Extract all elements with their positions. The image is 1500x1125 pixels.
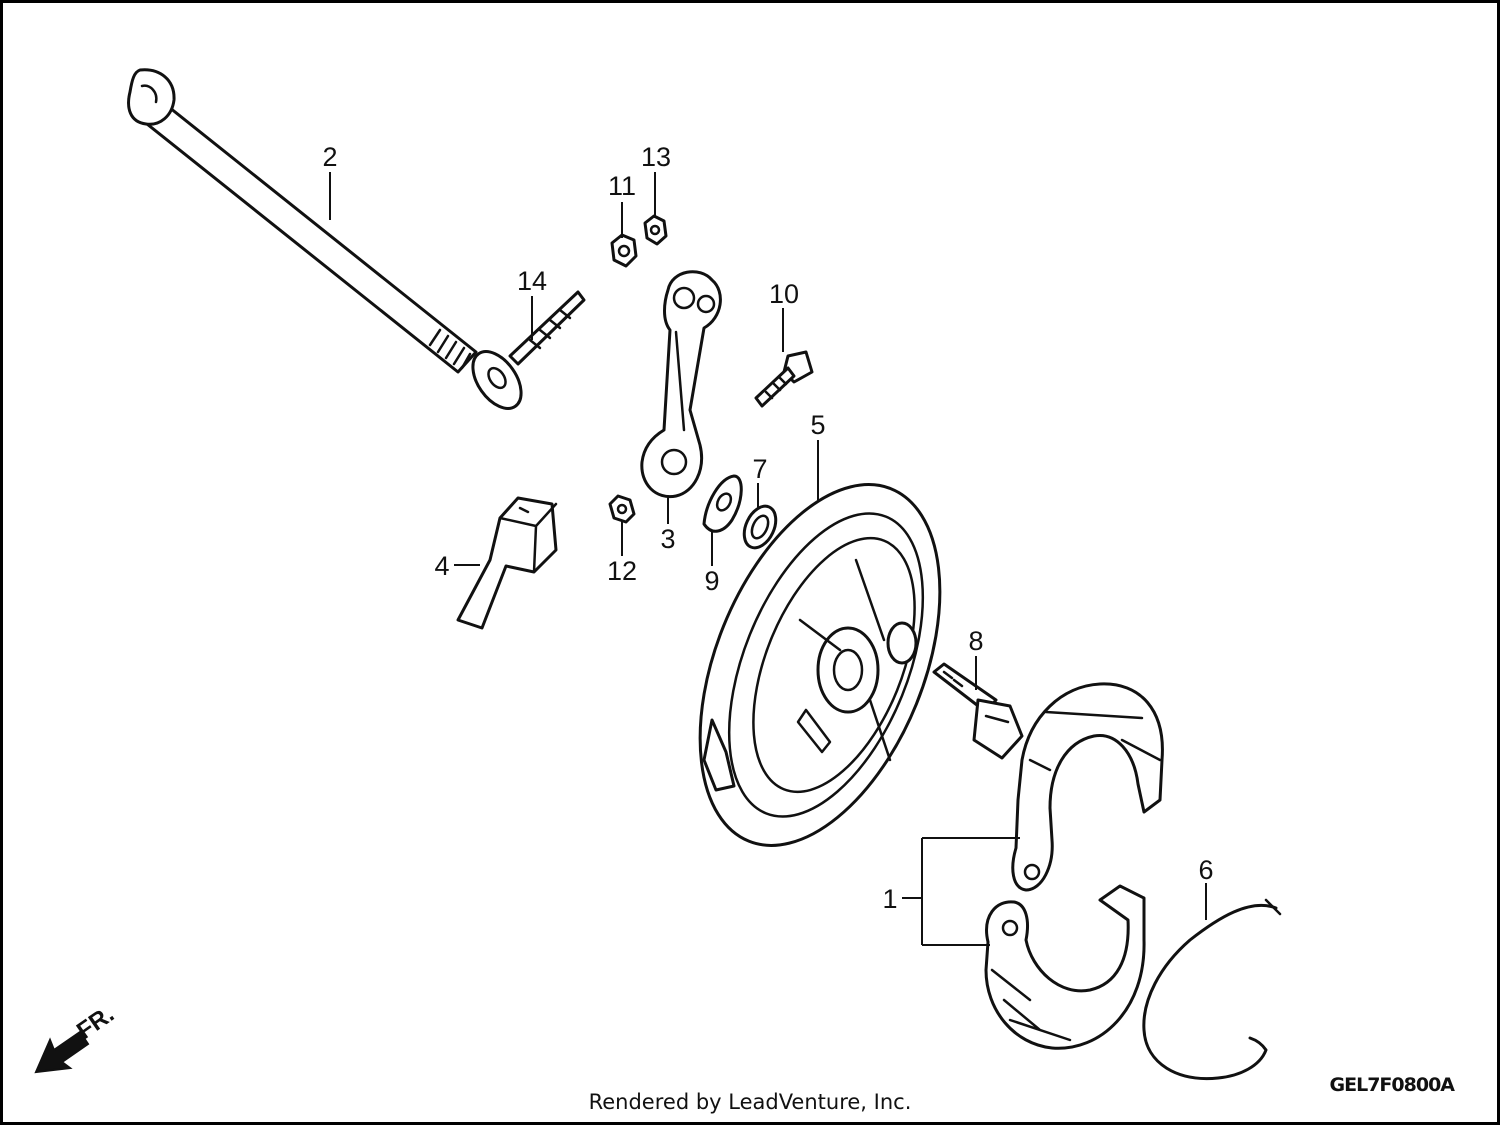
callout-14: 14 bbox=[517, 266, 547, 296]
callout-1: 1 bbox=[882, 884, 897, 914]
callout-5: 5 bbox=[810, 410, 825, 440]
part-14-adjuster-bolt[interactable] bbox=[463, 290, 586, 417]
callout-7: 7 bbox=[752, 454, 767, 484]
part-2-axle[interactable] bbox=[127, 68, 478, 374]
callout-12: 12 bbox=[607, 556, 637, 586]
callout-8: 8 bbox=[968, 626, 983, 656]
callout-9: 9 bbox=[704, 566, 719, 596]
callout-labels: 2 14 11 13 10 5 7 3 12 9 4 8 6 1 bbox=[322, 142, 1213, 914]
part-9-indicator-plate[interactable] bbox=[702, 474, 743, 533]
part-10-bolt[interactable] bbox=[754, 350, 814, 408]
front-direction-indicator: FR. bbox=[34, 1001, 119, 1074]
leader-lines bbox=[329, 172, 1207, 946]
callout-11: 11 bbox=[608, 171, 636, 201]
part-1-brake-shoe-lower[interactable] bbox=[984, 884, 1146, 1050]
callout-13: 13 bbox=[641, 142, 671, 172]
part-1-brake-shoe-upper[interactable] bbox=[1011, 682, 1164, 892]
callout-3: 3 bbox=[660, 524, 675, 554]
part-4-cable-holder[interactable] bbox=[456, 496, 558, 630]
callout-2: 2 bbox=[322, 142, 337, 172]
callout-6: 6 bbox=[1198, 855, 1213, 885]
callout-4: 4 bbox=[434, 551, 449, 581]
part-12-nut[interactable] bbox=[608, 494, 636, 524]
diagram-code: GEL7F0800A bbox=[1329, 1074, 1455, 1096]
part-13-nut[interactable] bbox=[643, 214, 668, 246]
front-arrow-icon bbox=[34, 1030, 90, 1074]
part-5-brake-panel[interactable] bbox=[652, 450, 987, 880]
part-6-spring[interactable] bbox=[1142, 898, 1282, 1081]
render-credit: Rendered by LeadVenture, Inc. bbox=[588, 1090, 912, 1114]
part-3-brake-arm[interactable] bbox=[640, 270, 722, 499]
callout-10: 10 bbox=[769, 279, 799, 309]
part-11-nut[interactable] bbox=[610, 233, 638, 268]
part-8-brake-cam[interactable] bbox=[932, 662, 1024, 760]
part-7-seal[interactable] bbox=[738, 501, 782, 553]
